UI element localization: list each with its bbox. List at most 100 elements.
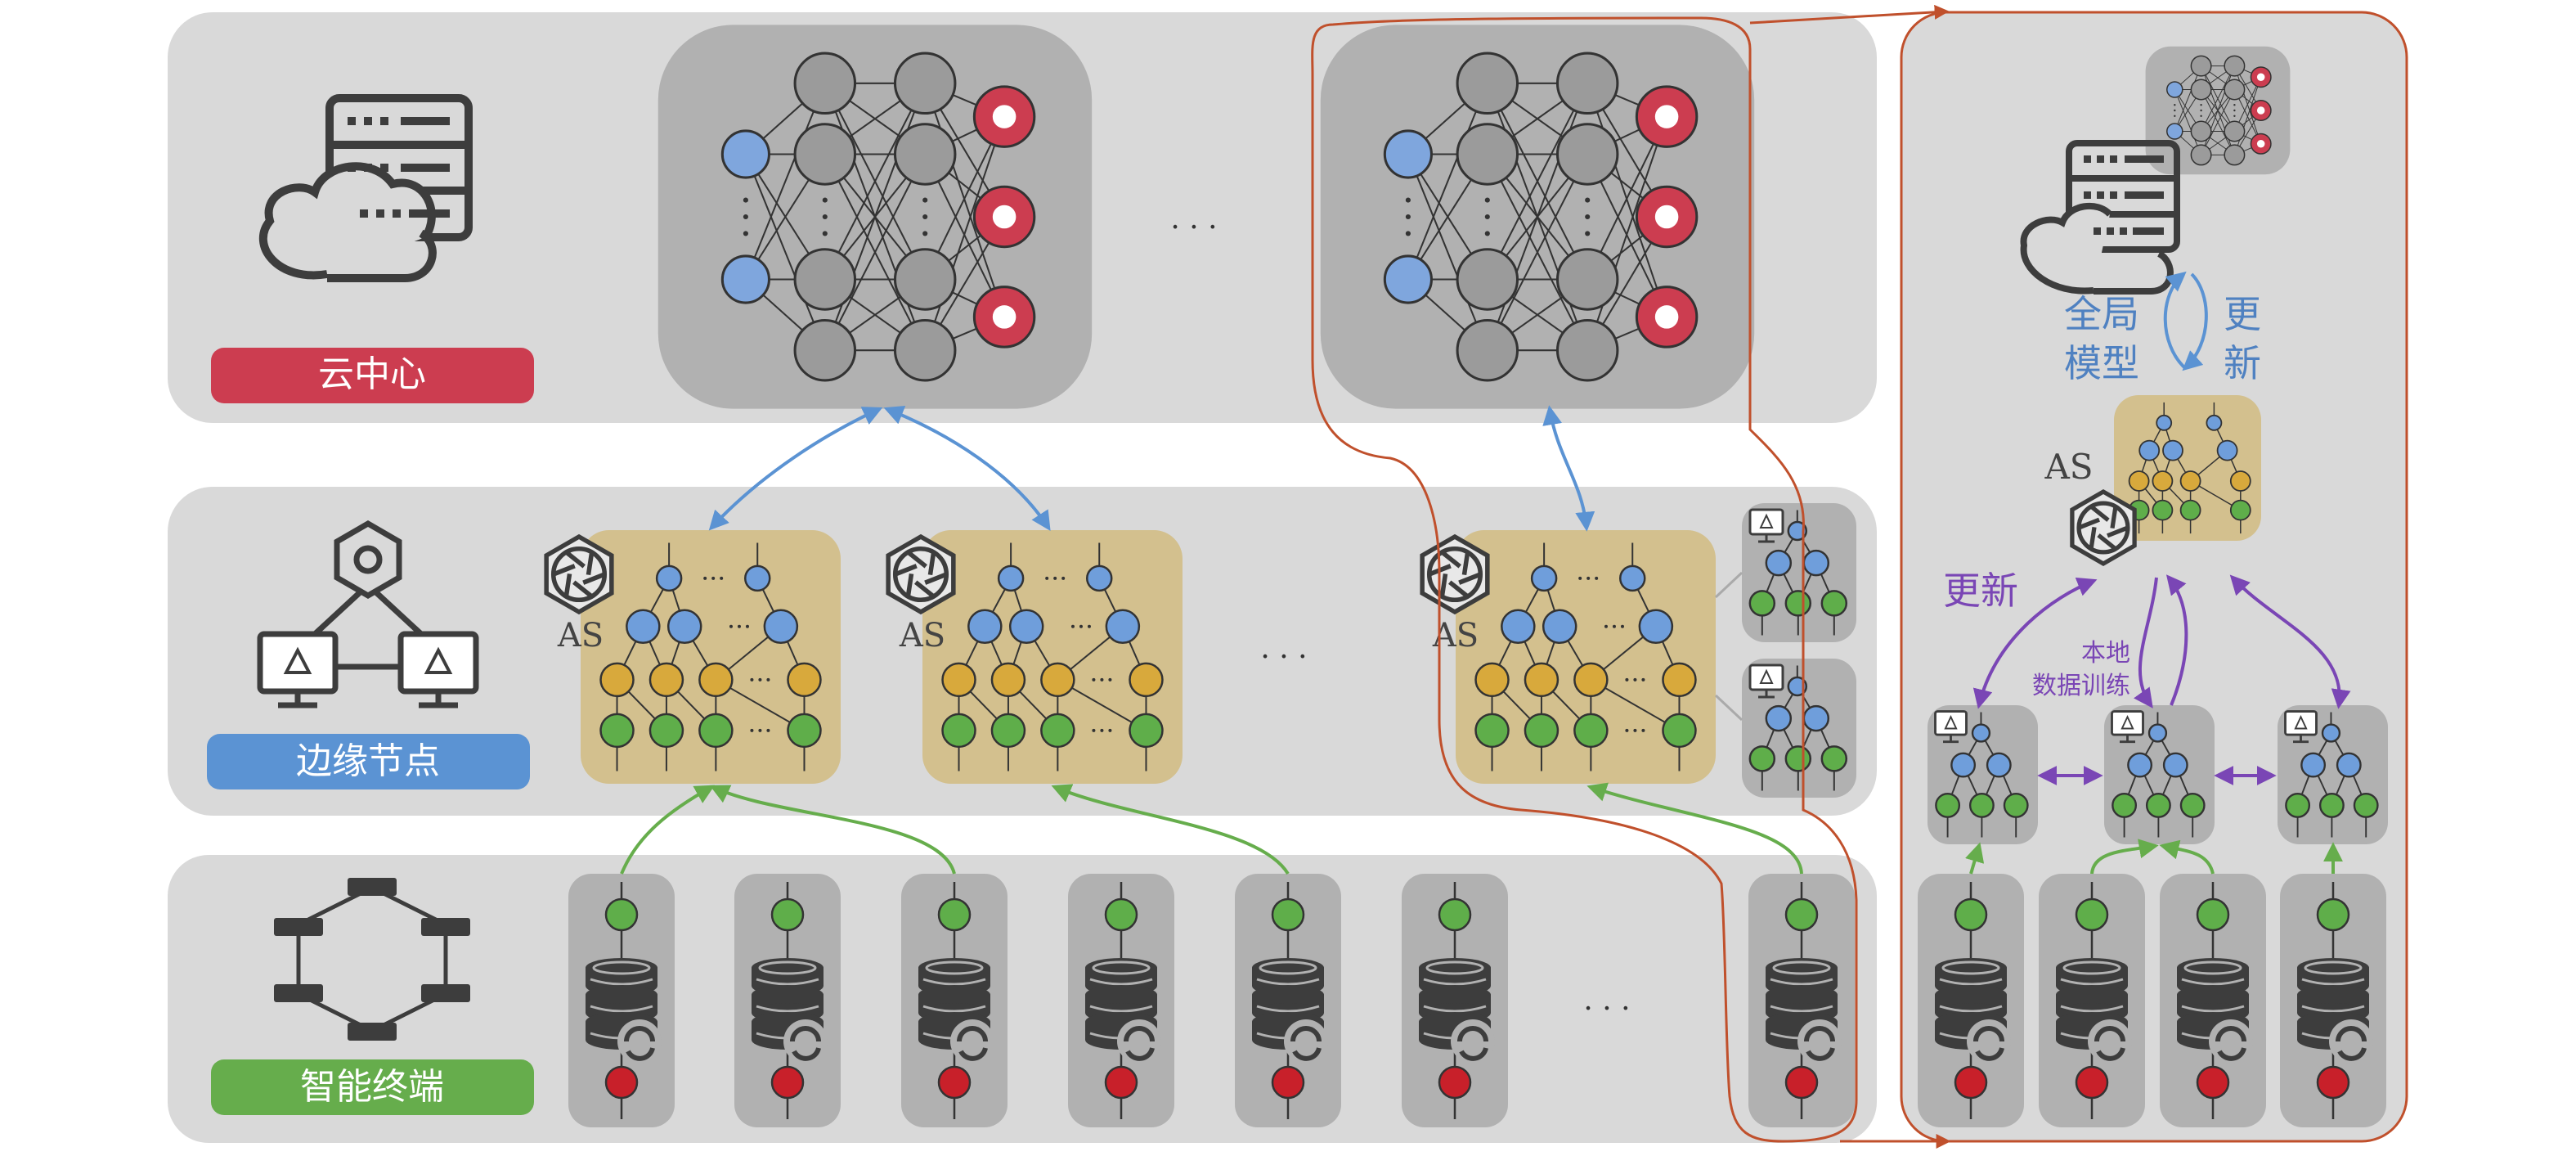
panel-device-arrow-2 [2090, 839, 2159, 875]
nn-hidden-node [1555, 52, 1619, 115]
nn-edge [924, 116, 1006, 351]
tree-dots [1108, 728, 1112, 732]
tree-node-yellow [1524, 662, 1560, 698]
tree-dots [1641, 677, 1645, 681]
tree-background [1456, 530, 1716, 784]
device-green-node [1784, 897, 1819, 932]
nn-edge [2201, 89, 2235, 155]
db-sync-arc [957, 1026, 988, 1042]
db-band [1256, 978, 1320, 986]
tree-dots [703, 576, 707, 580]
tree-dots [1604, 624, 1608, 628]
as-blade [927, 551, 936, 576]
tree-node-blue [763, 609, 799, 645]
nn-output-core [2256, 73, 2265, 81]
tree-dots [1053, 576, 1057, 580]
tree-dots [750, 728, 754, 732]
tree-node-yellow [1662, 662, 1697, 698]
panel-update-line1: 更 [2224, 292, 2261, 336]
tree-node-green [2353, 792, 2379, 818]
device-column-5 [1235, 874, 1341, 1127]
tree-node-green [941, 713, 976, 749]
db-band [1939, 978, 2003, 986]
panel-purple-arrow-2 [2165, 574, 2188, 706]
nn-dots [2200, 115, 2202, 117]
db-band [922, 1005, 986, 1013]
as-blade [2089, 527, 2097, 550]
panel-purple-arrow-4 [2229, 574, 2351, 709]
as-blade [2097, 533, 2117, 551]
nn-dots [743, 231, 748, 236]
tree-node-green [2179, 792, 2206, 818]
tree-dots [750, 677, 754, 681]
panel-as-icon [2070, 488, 2137, 567]
tree-node-blue [1986, 752, 2012, 778]
tree-dots [1092, 677, 1096, 681]
tree-dots [745, 624, 749, 628]
nn-dots [1585, 231, 1591, 236]
as-blade [586, 551, 595, 576]
tree-node-blue [1501, 609, 1536, 645]
tree-node-green [2318, 792, 2345, 818]
tree-node-blue [997, 565, 1025, 592]
tree-dots [1595, 576, 1599, 580]
tree-dots [1633, 677, 1637, 681]
server-dot [2084, 191, 2091, 199]
panel-device-column-3 [2160, 874, 2266, 1127]
db-sync-arc [958, 1047, 988, 1061]
tree-node-blue [1787, 676, 1808, 697]
as-blade [2078, 517, 2100, 530]
nn-hidden-node [1456, 123, 1519, 186]
tree-background [581, 530, 841, 784]
db-band [922, 978, 986, 986]
db-band [2060, 978, 2124, 986]
db-sync-arc [790, 1026, 821, 1042]
tree-node-blue [1765, 549, 1793, 577]
panel-update-arrow-up [2163, 271, 2187, 370]
monitor-glyph [1759, 668, 1774, 684]
db-sync-arc [626, 1047, 655, 1061]
edge-model-2 [922, 530, 1183, 784]
nn-hidden-node [1555, 248, 1619, 311]
monitor-glyph [2294, 715, 2308, 730]
tree-node-yellow [1040, 662, 1075, 698]
cloud-ellipsis: · · · [1170, 211, 1217, 245]
tree-node-blue [2300, 752, 2327, 778]
server-bar [2125, 191, 2164, 199]
nn-dots [1484, 197, 1490, 203]
tree-node-green [1935, 792, 1961, 818]
tree-node-blue [2156, 414, 2173, 431]
nn-hidden-node [2224, 55, 2246, 77]
db-sync-arc [2096, 1047, 2125, 1061]
as-blade [2089, 505, 2110, 522]
as-icon-1 [544, 533, 614, 615]
nn-hidden-node [893, 52, 957, 115]
db-band [2060, 1005, 2124, 1013]
connector-line [1714, 571, 1744, 599]
nn-hidden-node [793, 248, 857, 311]
db-sync-arc [1125, 1047, 1155, 1061]
nn-dots [2200, 104, 2202, 106]
as-label-1: AS [557, 617, 604, 654]
tree-node-yellow [1474, 662, 1510, 698]
device-red-node [770, 1065, 805, 1100]
tree-node-blue [2138, 439, 2161, 461]
nn-edge [744, 154, 826, 351]
nn-hidden-node [793, 123, 857, 186]
tree-dots [711, 576, 716, 580]
tree-node-green [990, 713, 1026, 749]
device-green-node [2316, 897, 2350, 932]
db-band [1423, 1005, 1487, 1013]
as-blade [905, 573, 914, 597]
tree-node-blue [626, 609, 661, 645]
nn-dots [2174, 109, 2176, 112]
database-icon [1766, 958, 1842, 1064]
tree-node-green [1662, 713, 1697, 749]
tree-node-blue [1105, 609, 1141, 645]
nn-dots [822, 197, 828, 203]
db-sync-arc [624, 1026, 655, 1042]
device-monitor-icon [1748, 663, 1784, 699]
server-dot [2094, 227, 2101, 235]
device-red-node [1271, 1065, 1305, 1100]
tree-node-yellow [941, 662, 976, 698]
